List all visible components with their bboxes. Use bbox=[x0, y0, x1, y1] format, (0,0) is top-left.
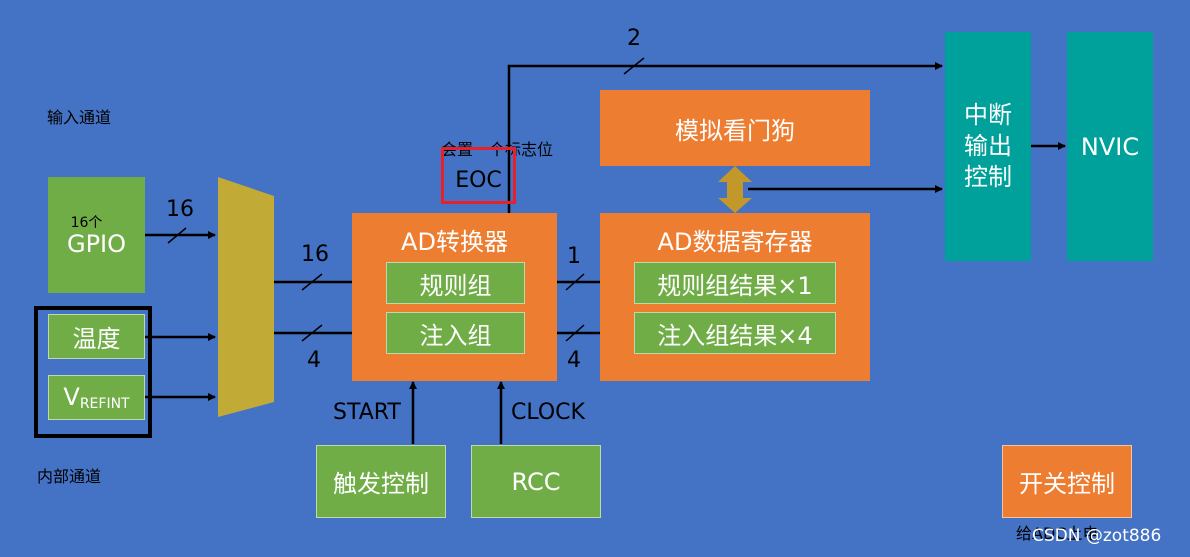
injected-result-box: 注入组结果×4 bbox=[634, 312, 836, 354]
bus-count-gpio: 16 bbox=[166, 197, 194, 222]
injected-group-box: 注入组 bbox=[386, 312, 525, 354]
rcc-label: RCC bbox=[511, 467, 561, 496]
double-arrow-watchdog-register bbox=[718, 166, 752, 213]
regular-group-box: 规则组 bbox=[386, 262, 525, 304]
injected-result-label: 注入组结果×4 bbox=[657, 321, 813, 350]
watermark: CSDN @zot886 bbox=[1032, 526, 1162, 546]
gpio-count-label: 16个 bbox=[70, 215, 103, 231]
multiplexer bbox=[218, 177, 274, 417]
eoc-box: EOC bbox=[441, 147, 516, 204]
bus-count-injected-result: 4 bbox=[567, 348, 581, 373]
trigger-control-label: 触发控制 bbox=[333, 470, 429, 498]
analog-watchdog-label: 模拟看门狗 bbox=[675, 116, 795, 145]
temperature-box: 温度 bbox=[48, 314, 145, 359]
start-signal-label: START bbox=[333, 400, 401, 425]
gpio-name: GPIO bbox=[66, 230, 127, 258]
vrefint-label: VREFINT bbox=[63, 383, 130, 412]
clock-signal-label: CLOCK bbox=[511, 400, 585, 425]
line-eoc-to-interrupt bbox=[507, 62, 943, 213]
input-channels-label: 输入通道 bbox=[47, 108, 112, 127]
power-switch-box: 开关控制 bbox=[1002, 445, 1132, 518]
internal-channels-frame bbox=[34, 306, 152, 438]
injected-group-label: 注入组 bbox=[419, 321, 492, 350]
bus-count-mux-regular: 16 bbox=[301, 242, 329, 267]
regular-result-box: 规则组结果×1 bbox=[634, 262, 836, 304]
register-title: AD数据寄存器 bbox=[657, 228, 813, 256]
temperature-label: 温度 bbox=[72, 325, 121, 353]
trigger-control-box: 触发控制 bbox=[316, 445, 446, 518]
regular-group-label: 规则组 bbox=[419, 271, 492, 300]
adc-power-label: 给ADC上电 bbox=[1016, 524, 1099, 543]
nvic-label: NVIC bbox=[1080, 132, 1140, 161]
internal-channels-label: 内部通道 bbox=[37, 467, 102, 486]
eoc-label: EOC bbox=[455, 168, 502, 193]
regular-result-label: 规则组结果×1 bbox=[657, 271, 813, 300]
bus-count-interrupt: 2 bbox=[627, 26, 641, 51]
bus-count-regular-result: 1 bbox=[567, 244, 581, 269]
gpio-box: 16个 GPIO bbox=[48, 177, 145, 293]
vrefint-box: VREFINT bbox=[48, 375, 145, 420]
power-switch-label: 开关控制 bbox=[1019, 470, 1115, 498]
interrupt-control-label: 中断 输出 控制 bbox=[964, 101, 1012, 191]
rcc-box: RCC bbox=[471, 445, 601, 518]
analog-watchdog-box: 模拟看门狗 bbox=[600, 90, 870, 166]
interrupt-control-box: 中断 输出 控制 bbox=[945, 32, 1031, 261]
bus-count-mux-injected: 4 bbox=[307, 348, 321, 373]
adc-title: AD转换器 bbox=[401, 228, 508, 256]
nvic-box: NVIC bbox=[1067, 32, 1153, 261]
